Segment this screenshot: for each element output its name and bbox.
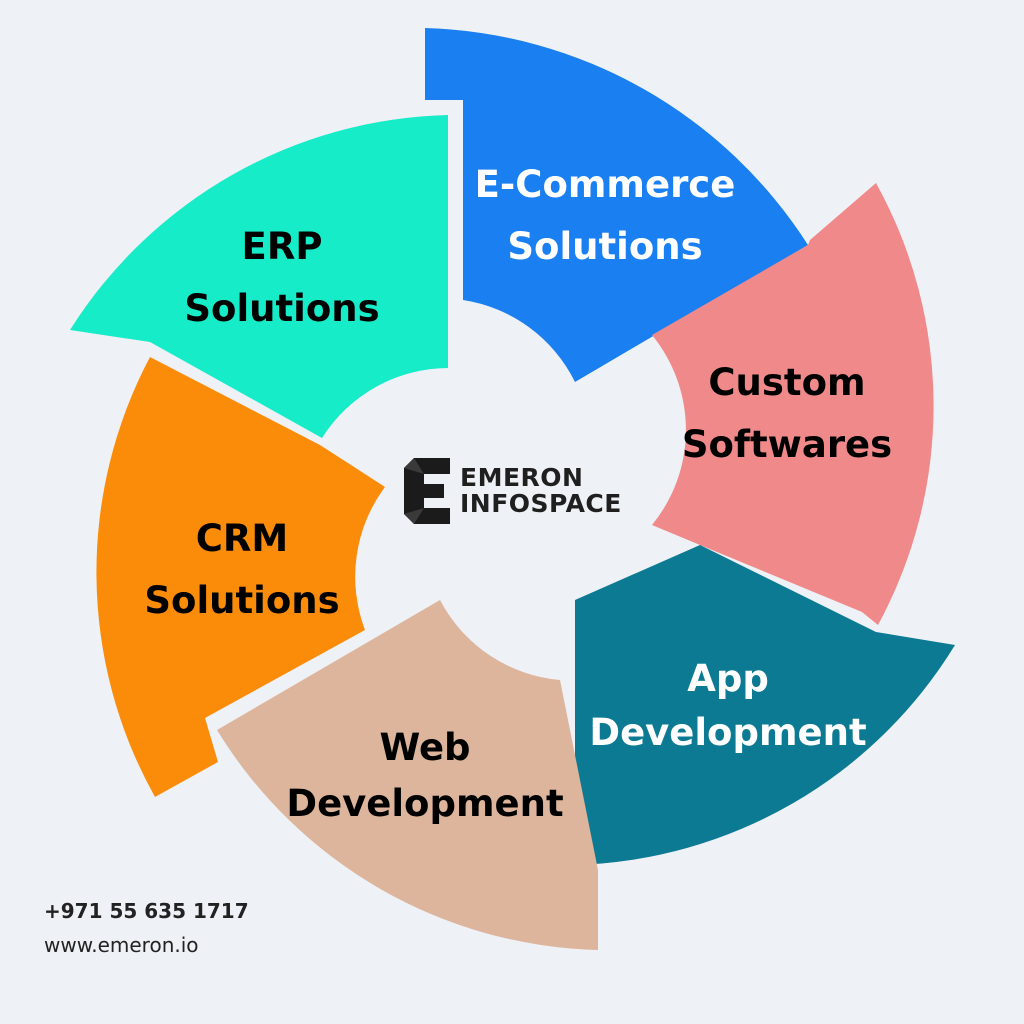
company-logo: EMERON INFOSPACE [404, 458, 622, 524]
segment-crm-solutions [96, 357, 386, 797]
contact-info: +971 55 635 1717 www.emeron.io [44, 894, 249, 962]
label-line: Solutions [144, 579, 340, 622]
label-app-development: App Development [589, 652, 866, 760]
label-erp-solutions: ERP Solutions [184, 216, 379, 340]
logo-line-2: INFOSPACE [460, 489, 622, 518]
label-ecommerce: E-Commerce Solutions [475, 154, 736, 278]
label-custom-softwares: Custom Softwares [682, 352, 892, 476]
phone-number: +971 55 635 1717 [44, 899, 249, 923]
label-line: Development [286, 782, 564, 825]
label-line: Solutions [507, 225, 703, 268]
segment-web-development [217, 600, 598, 950]
logo-line-1: EMERON [460, 463, 584, 492]
label-line: CRM [195, 517, 289, 560]
logo-e-icon [404, 458, 450, 524]
website-link[interactable]: www.emeron.io [44, 933, 199, 957]
segment-app-development [575, 545, 955, 865]
label-line: Custom [708, 361, 866, 404]
label-line: Development [589, 711, 867, 754]
segment-ecommerce [425, 28, 808, 382]
label-line: E-Commerce [474, 163, 736, 206]
segment-custom-softwares [652, 183, 934, 625]
label-crm-solutions: CRM Solutions [144, 508, 339, 632]
label-line: App [687, 657, 769, 700]
segment-erp-solutions [70, 115, 448, 438]
label-line: Web [379, 726, 471, 769]
label-line: Softwares [681, 423, 893, 466]
label-web-development: Web Development [286, 720, 563, 832]
label-line: ERP [241, 225, 323, 268]
label-line: Solutions [184, 287, 380, 330]
